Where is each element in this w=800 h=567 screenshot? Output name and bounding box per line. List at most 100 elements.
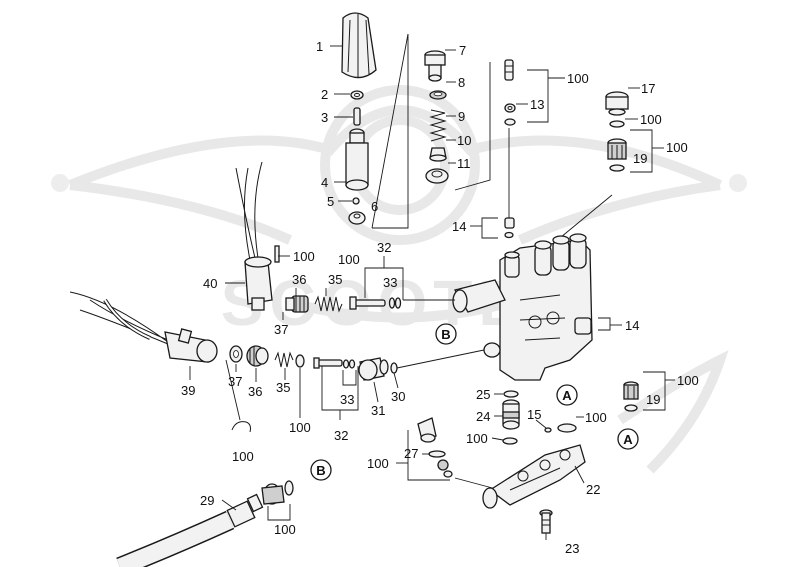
- cap-17: [605, 91, 629, 116]
- tag-label: A: [562, 388, 572, 403]
- callout-6: 6: [371, 199, 378, 214]
- callout-15: 15: [527, 407, 541, 422]
- fitting-36-lower: [246, 345, 269, 367]
- connection-tag-b-lower: B: [310, 459, 332, 481]
- seat-ring: [348, 211, 366, 225]
- valve-seat: [425, 168, 449, 184]
- small-seal-13: [504, 103, 516, 126]
- callout-100-switch: 100: [293, 249, 315, 264]
- callout-19-lower: 19: [646, 392, 660, 407]
- callout-4: 4: [321, 175, 328, 190]
- bolt-23: [539, 509, 553, 534]
- o-rings-33-upper: [388, 297, 402, 309]
- pressure-switch-39: [164, 328, 218, 363]
- washer-37-lower: [229, 345, 243, 363]
- knob-cap: [341, 12, 377, 79]
- callout-30: 30: [391, 389, 405, 404]
- small-fitting-14: [504, 217, 515, 239]
- filter-19: [607, 138, 627, 172]
- valve-24: [502, 399, 520, 430]
- pump-manifold: [452, 233, 593, 381]
- oring-100-center: [502, 437, 518, 445]
- oring-30: [390, 362, 398, 374]
- callout-24: 24: [476, 409, 490, 424]
- pushrod-lower: [313, 357, 343, 369]
- callout-100-mid: 100: [338, 252, 360, 267]
- fitting-27: [437, 459, 449, 471]
- oring-100-right-lower: [557, 423, 577, 433]
- ball: [352, 197, 360, 205]
- callout-39: 39: [181, 383, 195, 398]
- callout-36-lower: 36: [248, 384, 262, 399]
- callout-23: 23: [565, 541, 579, 556]
- callout-100-fitting: 100: [367, 456, 389, 471]
- callout-35-top: 35: [328, 272, 342, 287]
- wire-harness-upper: [235, 161, 263, 261]
- callout-100-hose: 100: [274, 522, 296, 537]
- callout-100-right-lower: 100: [677, 373, 699, 388]
- oring-small-27: [443, 470, 453, 478]
- callout-22: 22: [586, 482, 600, 497]
- callout-35-lower: 35: [276, 380, 290, 395]
- connection-tag-b-upper: B: [435, 323, 457, 345]
- filter-19-lower: [623, 381, 639, 412]
- callout-33-lower: 33: [340, 392, 354, 407]
- spring-35-lower: [274, 351, 294, 368]
- callout-17: 17: [641, 81, 655, 96]
- callout-33-top: 33: [383, 275, 397, 290]
- hose-29: [116, 493, 264, 567]
- adapter-31: [358, 357, 389, 381]
- connection-tag-a-right: A: [556, 384, 578, 406]
- callout-100-right: 100: [666, 140, 688, 155]
- callout-5: 5: [327, 194, 334, 209]
- valve-spring: [429, 109, 447, 142]
- callout-36-top: 36: [292, 272, 306, 287]
- outlet-manifold-22: [482, 444, 586, 509]
- callout-100-clip: 100: [232, 449, 254, 464]
- connection-tag-a-lower: A: [617, 428, 639, 450]
- callout-25: 25: [476, 387, 490, 402]
- callout-8: 8: [458, 75, 465, 90]
- small-oring-15: [544, 427, 552, 433]
- o-ring: [429, 90, 447, 100]
- callout-11: 11: [457, 156, 471, 171]
- valve-poppet: [429, 147, 447, 162]
- pin: [353, 107, 361, 126]
- callout-100-top: 100: [567, 71, 589, 86]
- tag-label: B: [316, 463, 325, 478]
- callout-14-top: 14: [452, 219, 466, 234]
- o-ring-100-right: [609, 120, 625, 128]
- tag-label: B: [441, 327, 450, 342]
- callout-19-top: 19: [633, 151, 647, 166]
- pushrod-upper: [349, 296, 386, 310]
- callout-2: 2: [321, 87, 328, 102]
- o-rings-33-lower: [342, 359, 356, 369]
- callout-37-lower: 37: [228, 374, 242, 389]
- callout-100-right-top: 100: [640, 112, 662, 127]
- pressure-switch-40: [244, 256, 273, 311]
- callout-100-center-lower: 100: [466, 431, 488, 446]
- callout-7: 7: [459, 43, 466, 58]
- callout-labels: 1 2 3 4 5 6 7 8 9 10 11 100 13 14 17 100…: [181, 39, 699, 556]
- oring-100-lower: [295, 354, 305, 368]
- oring-25: [503, 390, 519, 398]
- callout-32-lower: 32: [334, 428, 348, 443]
- wire-harness-lower: [69, 291, 169, 345]
- callout-29: 29: [200, 493, 214, 508]
- callout-37-top: 37: [274, 322, 288, 337]
- callout-27: 27: [404, 446, 418, 461]
- callout-32-top: 32: [377, 240, 391, 255]
- small-washer: [350, 90, 364, 100]
- callout-1: 1: [316, 39, 323, 54]
- callout-100-valve: 100: [585, 410, 607, 425]
- pin-100-upper: [274, 245, 280, 263]
- fitting-upper-27: [417, 417, 437, 443]
- tag-label: A: [623, 432, 633, 447]
- injector-nipple: [504, 59, 514, 81]
- valve-piston: [345, 128, 369, 191]
- callout-100-lower-left: 100: [289, 420, 311, 435]
- callout-9: 9: [458, 109, 465, 124]
- oring-27: [428, 450, 446, 458]
